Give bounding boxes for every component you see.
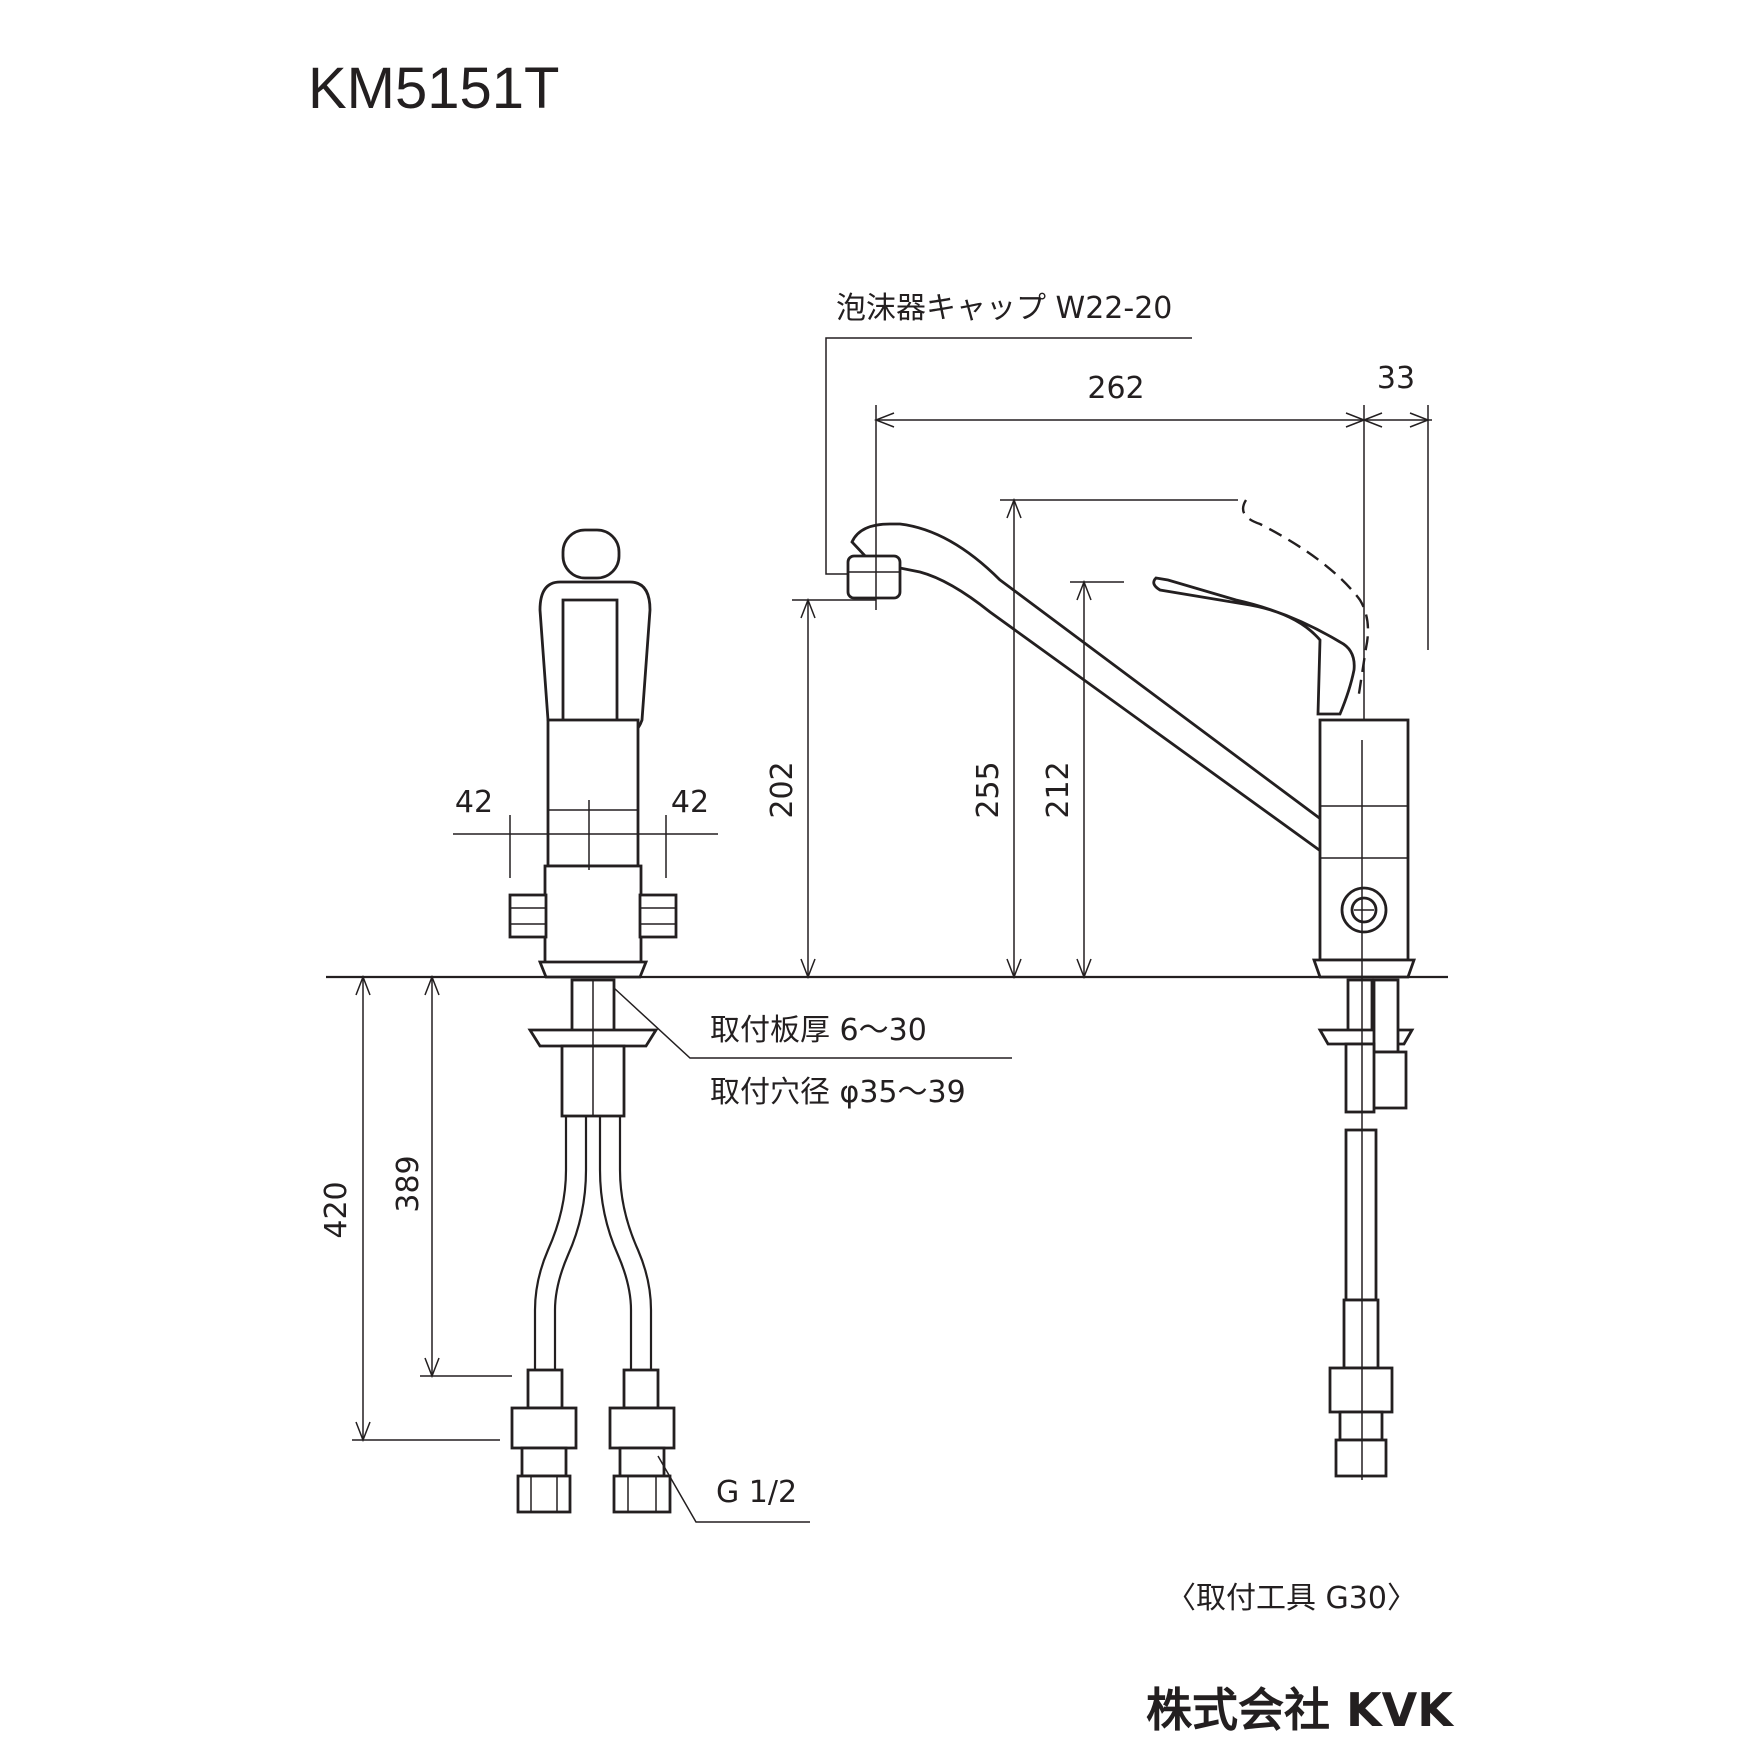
mounting-note: 取付板厚 6～30 取付穴径 φ35～39 xyxy=(613,987,1012,1110)
front-nut-right xyxy=(612,1474,672,1514)
side-hose-sleeve xyxy=(1342,1298,1380,1370)
thread-label: G 1/2 xyxy=(716,1475,797,1510)
dim-202-arrow-bottom xyxy=(800,958,816,980)
front-fitting-right xyxy=(622,1368,660,1410)
side-union xyxy=(1328,1366,1394,1414)
thread-leader xyxy=(657,1455,810,1523)
side-aerator xyxy=(846,554,902,600)
hose-dims: 420 389 xyxy=(319,974,512,1443)
front-width-left-text: 42 xyxy=(455,785,493,820)
dim-420-arrow-bottom xyxy=(355,1421,371,1443)
front-valve-right xyxy=(638,893,678,939)
front-view xyxy=(508,528,678,1514)
dim-389-arrow-bottom xyxy=(424,1357,440,1379)
dim-212-text: 212 xyxy=(1041,761,1076,818)
dim-255-arrow-top xyxy=(1006,497,1022,519)
dim-420-text: 420 xyxy=(319,1181,354,1238)
front-hose-left-outer xyxy=(533,1116,568,1370)
dim-212-arrow-top xyxy=(1076,579,1092,601)
side-base-flange xyxy=(1312,958,1416,979)
front-base-flange xyxy=(537,960,649,979)
front-hose-left-inner xyxy=(553,1116,588,1370)
side-bolt-nut xyxy=(1368,1050,1408,1110)
dim-202-text: 202 xyxy=(765,761,800,818)
side-nut xyxy=(1334,1438,1388,1478)
front-union-right xyxy=(608,1406,676,1450)
dim-33-arrow-right xyxy=(1409,412,1431,428)
aerator-leader xyxy=(825,337,1192,575)
hole-diameter-label: 取付穴径 φ35～39 xyxy=(710,1075,966,1110)
side-hose xyxy=(1344,1128,1378,1302)
height-dims: 202 255 212 xyxy=(765,497,1238,980)
front-width-right-text: 42 xyxy=(671,785,709,820)
model-title: KM5151T xyxy=(308,56,559,121)
front-collar-right xyxy=(618,1446,666,1478)
aerator-label: 泡沫器キャップ W22-20 xyxy=(836,291,1172,326)
front-body-lower xyxy=(543,864,643,966)
front-collar-left xyxy=(520,1446,568,1478)
side-bolt xyxy=(1372,978,1400,1054)
front-hose-right-outer xyxy=(618,1116,653,1370)
thread-note: G 1/2 xyxy=(657,1455,810,1523)
dim-389-text: 389 xyxy=(391,1155,426,1212)
front-spout-head xyxy=(561,528,621,580)
front-body-upper xyxy=(546,718,640,868)
dim-420-arrow-top xyxy=(355,974,371,996)
side-spout xyxy=(850,522,1324,855)
dim-33-arrow-left xyxy=(1361,412,1383,428)
tool-label: 〈取付工具 G30〉 xyxy=(1166,1581,1417,1616)
front-valve-left xyxy=(508,893,548,939)
front-width-dims: 42 42 xyxy=(453,785,718,878)
dim-212-arrow-bottom xyxy=(1076,958,1092,980)
maker-logo: 株式会社 KVK xyxy=(1146,1683,1455,1737)
front-union-left xyxy=(510,1406,578,1450)
front-hose-right-inner xyxy=(598,1116,633,1370)
side-lever-raised xyxy=(1241,499,1370,701)
plate-thickness-label: 取付板厚 6～30 xyxy=(710,1013,927,1048)
side-view xyxy=(846,499,1416,1480)
front-nut-left xyxy=(516,1474,572,1514)
dim-202-arrow-top xyxy=(800,597,816,619)
dim-389-arrow-top xyxy=(424,974,440,996)
side-shank-nut xyxy=(1344,1042,1376,1114)
front-fitting-left xyxy=(526,1368,564,1410)
side-lever xyxy=(1152,576,1356,716)
dim-262-text: 262 xyxy=(1087,371,1144,406)
mounting-leader xyxy=(613,987,1012,1059)
dim-262-arrow-left xyxy=(873,412,895,428)
reach-dims: 262 33 xyxy=(873,361,1432,720)
dim-255-text: 255 xyxy=(971,761,1006,818)
dim-255-arrow-bottom xyxy=(1006,958,1022,980)
aerator-note: 泡沫器キャップ W22-20 xyxy=(825,291,1192,575)
side-collar xyxy=(1338,1410,1384,1442)
dim-33-text: 33 xyxy=(1377,361,1415,396)
